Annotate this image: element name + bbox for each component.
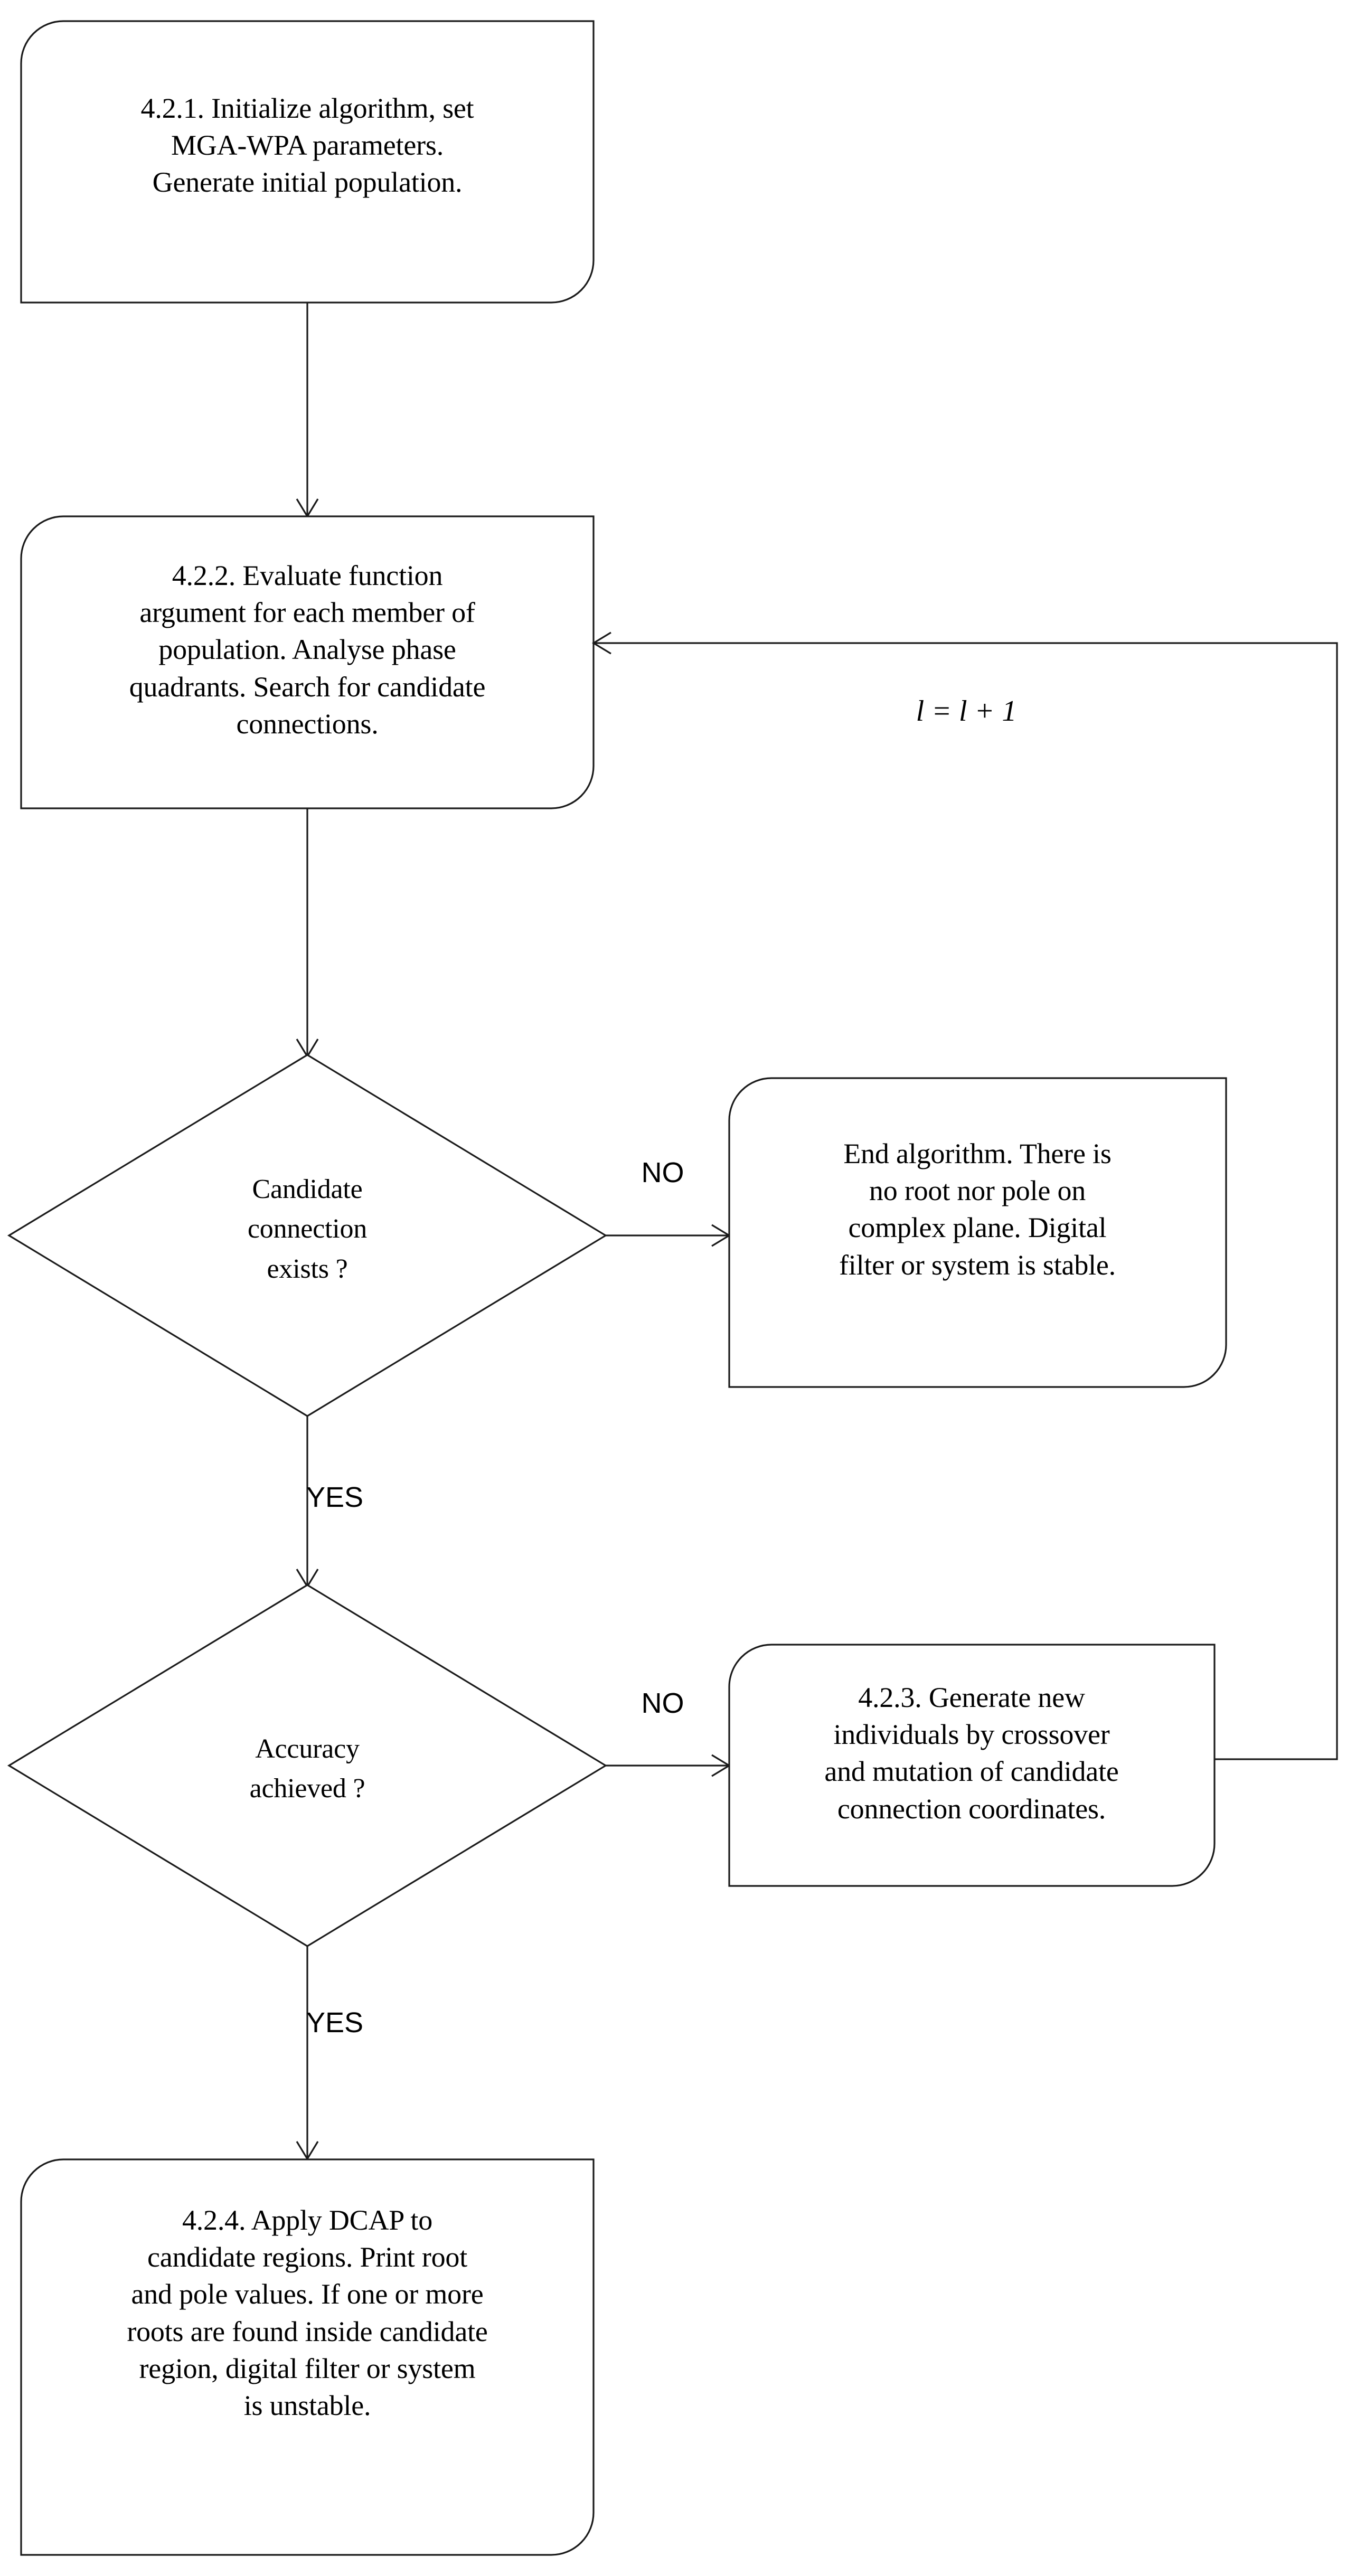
arrowhead-feedback-loop: [591, 631, 611, 655]
edge-label-decision2-no: NO: [641, 1687, 684, 1719]
node-shape-generate: [728, 1644, 1216, 1887]
node-label-decision-accuracy: Accuracy achieved ?: [249, 1734, 365, 1804]
node-shape-evaluate: [20, 515, 595, 809]
node-label-evaluate: 4.2.2. Evaluate function argument for ea…: [129, 560, 486, 740]
node-label-apply-dcap: 4.2.4. Apply DCAP to candidate regions. …: [127, 2204, 488, 2421]
edge-label-decision2-yes: YES: [306, 2007, 364, 2039]
node-shape-apply-dcap: [20, 2158, 595, 2556]
node-label-decision-candidate: Candidate connection exists ?: [247, 1174, 368, 1284]
node-label-end-stable: End algorithm. There is no root nor pole…: [839, 1138, 1116, 1281]
edge-label-decision1-yes: YES: [306, 1482, 364, 1513]
edge-label-decision1-no: NO: [641, 1157, 684, 1188]
edge-feedback-loop: [595, 642, 1338, 1760]
node-shape-init: [20, 20, 595, 304]
node-label-init: 4.2.1. Initialize algorithm, set MGA-WPA…: [140, 92, 474, 199]
edge-label-loop-increment: l = l + 1: [916, 695, 1017, 728]
node-label-generate: 4.2.3. Generate new individuals by cross…: [824, 1682, 1119, 1825]
node-shape-end-stable: [728, 1077, 1227, 1388]
